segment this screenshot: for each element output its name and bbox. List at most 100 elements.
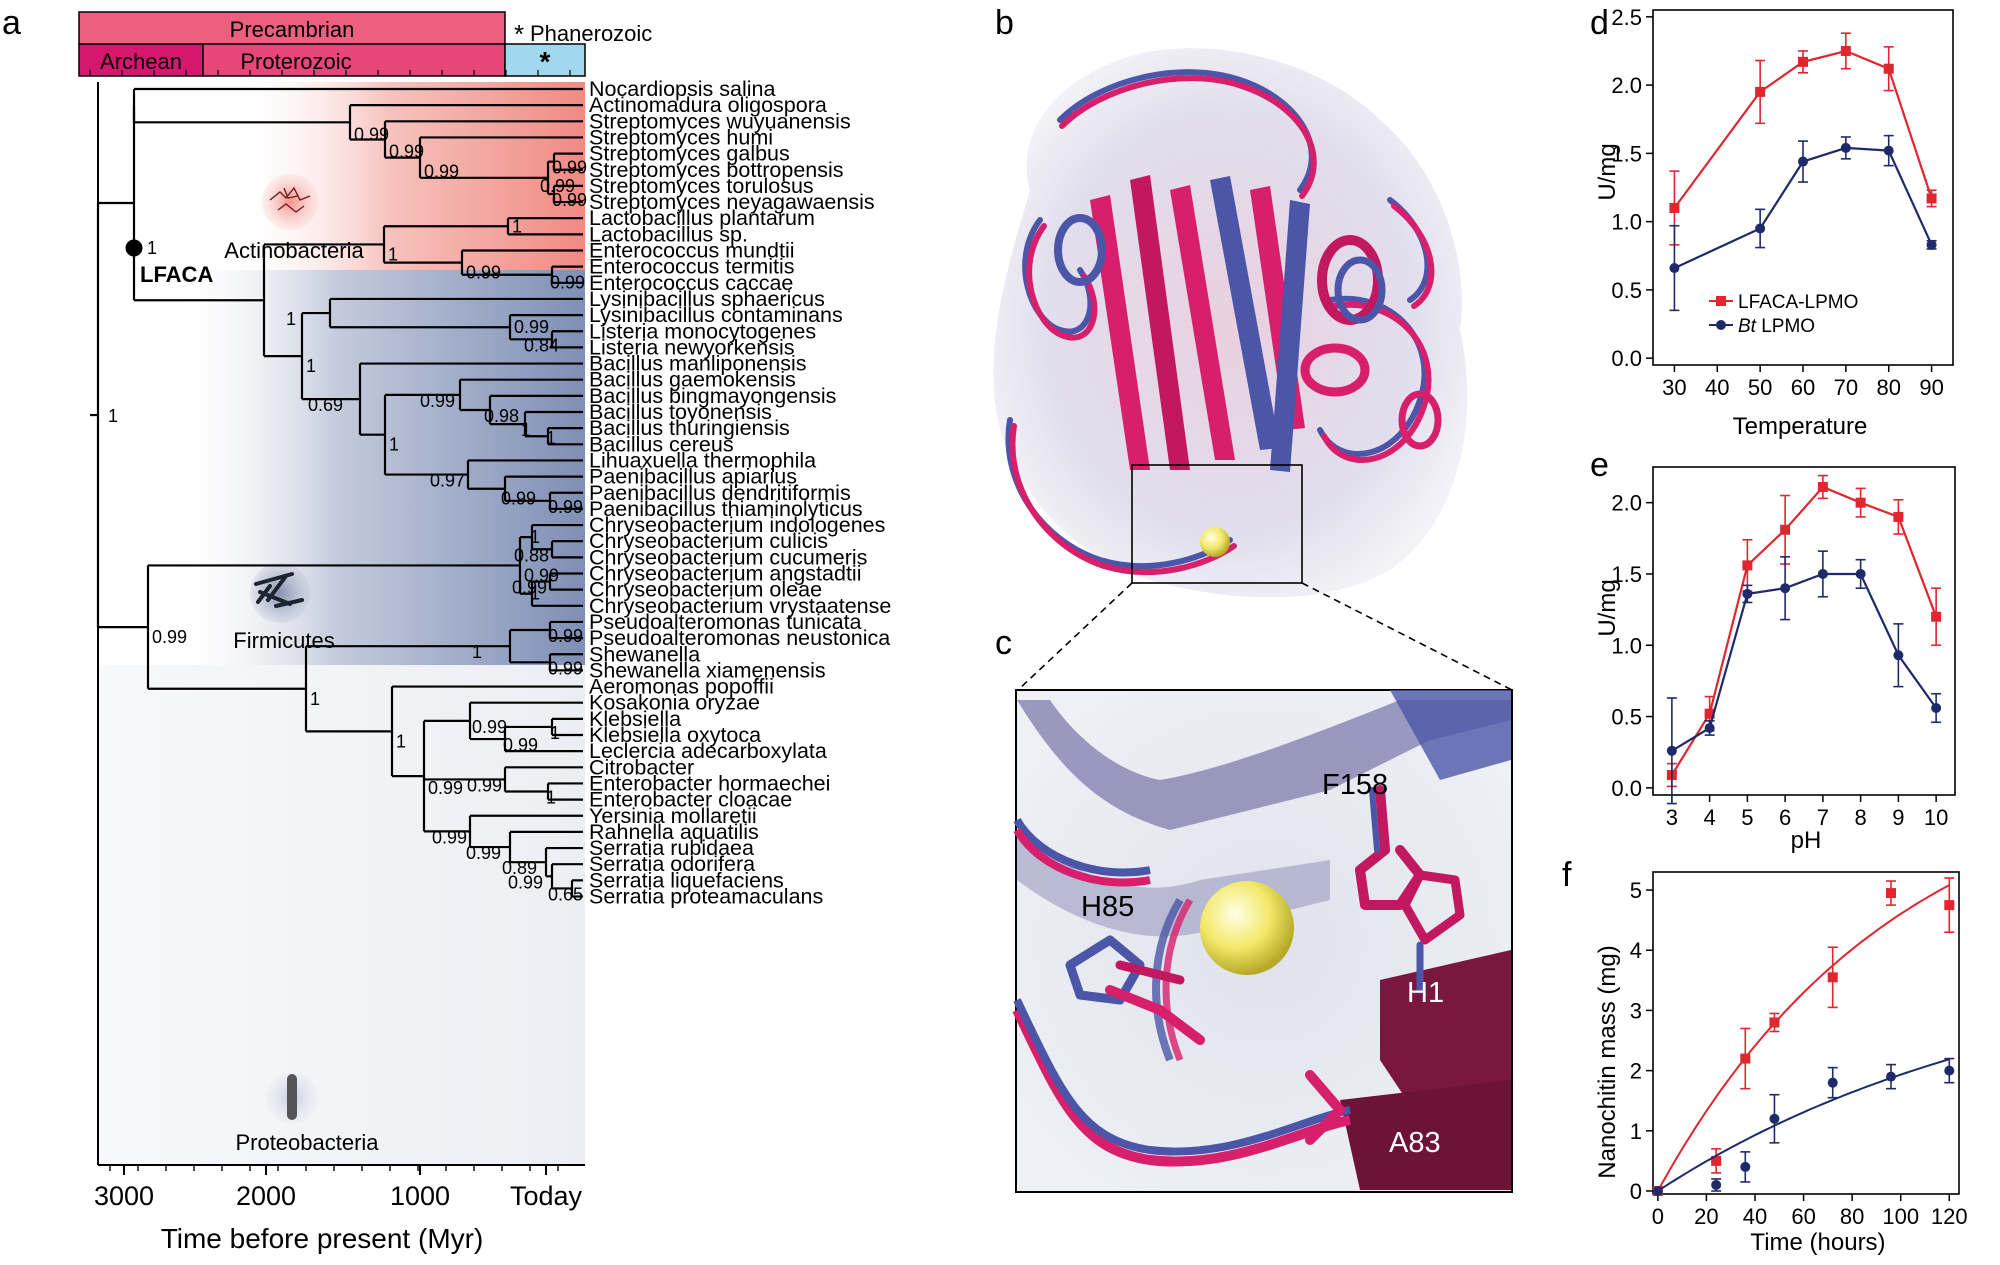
x-tick-label: 6 [1779, 805, 1791, 830]
x-tick-label: 10 [1924, 805, 1948, 830]
taxon-label: Bacillus manliponensis [589, 352, 807, 376]
fit-curve [1657, 884, 1950, 1192]
support-value: 1 [530, 584, 540, 604]
data-point [1798, 56, 1808, 67]
panel-letter-e: e [1590, 446, 1609, 484]
support-value: 0.99 [428, 778, 463, 798]
data-point [1740, 1161, 1751, 1172]
root-support: 1 [108, 406, 118, 426]
e-xlabel: pH [1791, 827, 1822, 854]
series-line [1671, 572, 1937, 752]
taxon-label: Bacillus cereus [589, 432, 734, 456]
taxon-label: Leclercia adecarboxylata [589, 739, 827, 763]
support-value: 1 [389, 435, 399, 455]
data-point [1817, 568, 1828, 579]
data-point [1769, 1017, 1780, 1028]
taxon-label: Lysinibacillus sphaericus [589, 287, 825, 311]
taxon-label: Lactobacillus sp. [589, 222, 748, 246]
y-tick-label: 1.0 [1611, 633, 1642, 658]
lfaca-support: 1 [147, 238, 157, 258]
time-axis: 3000 2000 1000 Today Time before present… [94, 82, 585, 1254]
y-tick-label: 1 [1630, 1119, 1642, 1144]
data-point [1669, 263, 1680, 274]
x-tick-label: 60 [1791, 375, 1815, 400]
data-point [1926, 193, 1937, 204]
time-tick-today: Today [510, 1181, 583, 1211]
y-tick-label: 1.0 [1611, 210, 1642, 235]
support-value: 0.89 [502, 858, 537, 878]
tree-support-values: 0.990.990.990.990.990.9910.990.9910.840.… [152, 124, 587, 904]
f-ylabel: Nanochitin mass (mg) [1594, 945, 1621, 1178]
support-value: 1 [530, 527, 540, 547]
taxon-label: Bacillus bingmayongensis [589, 384, 836, 408]
support-value: 0.97 [430, 471, 465, 491]
data-point [1893, 511, 1904, 522]
plot-frame [1652, 466, 1956, 796]
data-point [1840, 142, 1851, 153]
panel-letter-d: d [1590, 4, 1609, 42]
archean-bar [78, 43, 204, 77]
support-value: 0.99 [152, 627, 187, 647]
lfaca-node [125, 239, 143, 257]
taxon-label: Enterococcus termitis [589, 255, 795, 279]
legend-label-lfaca: LFACA-LPMO [1738, 292, 1858, 313]
taxon-label: Chryseobacterium angstadtii [589, 562, 861, 586]
data-point [1652, 1185, 1663, 1196]
series-line [1673, 49, 1933, 209]
data-point [1883, 145, 1894, 156]
taxon-label: Streptomyces torulosus [589, 174, 814, 198]
x-tick-label: 0 [1652, 1204, 1664, 1229]
support-value: 0.99 [548, 626, 583, 646]
support-value: 0.99 [354, 124, 389, 144]
legend-label-bt: Bt LPMO [1738, 316, 1815, 337]
series-1 [1669, 134, 1937, 312]
taxon-label: Actinomadura oligospora [589, 93, 827, 117]
x-tick-label: 40 [1705, 375, 1729, 400]
legend-label-bt-italic: Bt [1738, 316, 1757, 337]
taxon-label: Lactobacillus plantarum [589, 206, 815, 230]
phanerozoic-marker: * [514, 19, 524, 49]
support-value: 0.99 [508, 872, 543, 892]
support-value: 0.99 [540, 176, 575, 196]
support-value: 1 [286, 309, 296, 329]
taxon-label: Citrobacter [589, 755, 694, 779]
data-point [1893, 650, 1904, 661]
taxon-label: Serratia odorifera [589, 852, 755, 876]
time-tick-2000: 2000 [236, 1181, 296, 1211]
taxon-label: Serratia liquefaciens [589, 868, 784, 892]
data-point [1740, 1053, 1751, 1064]
data-point [1827, 1077, 1838, 1088]
support-value: 0.98 [484, 406, 519, 426]
support-value: 1 [388, 244, 398, 264]
taxon-label: Serratia proteamaculans [589, 885, 823, 909]
support-value: 0.99 [420, 391, 455, 411]
residue-label-h1: H1 [1407, 977, 1444, 1009]
support-value: 0.99 [467, 775, 502, 795]
plot-frame [1652, 871, 1960, 1195]
data-point [1817, 481, 1828, 492]
panel-letter-a: a [2, 4, 21, 42]
copper-ion-zoom [1200, 881, 1294, 975]
data-point [1944, 1065, 1955, 1076]
taxon-label: Chryseobacterium cucumeris [589, 545, 867, 569]
zoom-line-left [1017, 582, 1133, 691]
support-value: 0.99 [550, 273, 585, 293]
x-tick-label: 60 [1791, 1204, 1815, 1229]
data-point [1931, 611, 1942, 622]
residue-sticks [1065, 785, 1465, 1145]
time-axis-label: Time before present (Myr) [161, 1223, 484, 1254]
y-tick-label: 0.5 [1611, 705, 1642, 730]
lfaca-label: LFACA [140, 262, 213, 287]
e-ylabel: U/mg [1594, 579, 1621, 636]
x-tick-label: 20 [1694, 1204, 1718, 1229]
x-tick-label: 7 [1817, 805, 1829, 830]
support-value: 0.99 [466, 263, 501, 283]
support-value: 0.99 [552, 158, 587, 178]
data-point [1742, 560, 1753, 571]
support-value: 0.99 [432, 827, 467, 847]
taxon-label: Klebsiella oxytoca [589, 723, 761, 747]
phanerozoic-bar [504, 43, 586, 77]
